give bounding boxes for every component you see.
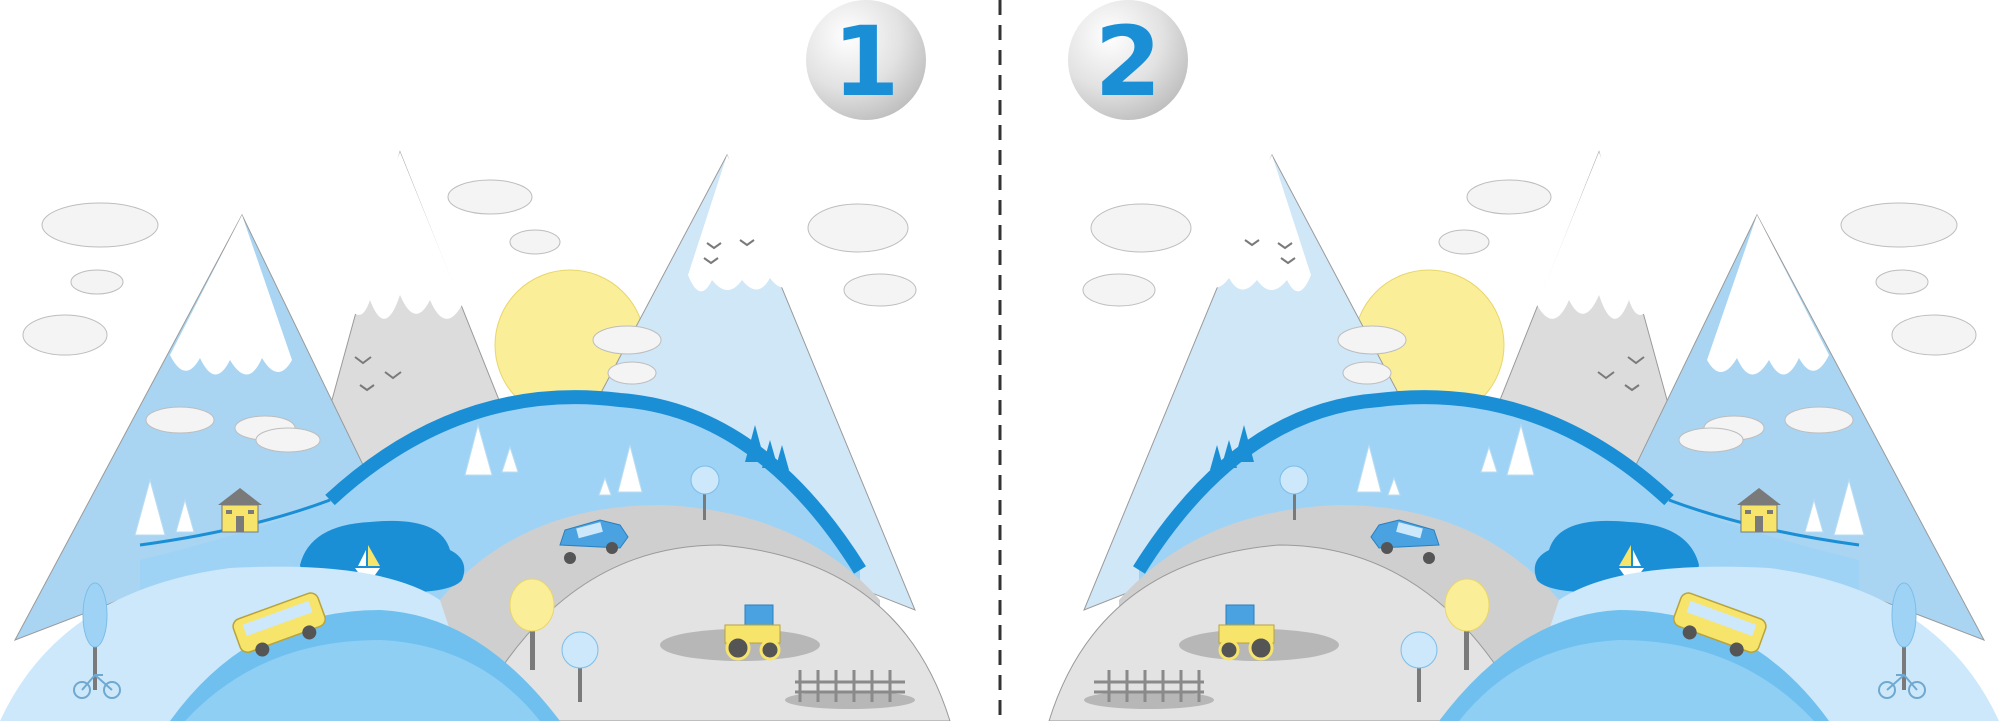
panel-2: [1049, 152, 1999, 721]
panel-number: 2: [1095, 6, 1162, 118]
number-badge-1: 1: [806, 0, 926, 120]
panel-1: [0, 152, 950, 721]
number-badge-icon: [806, 0, 926, 120]
number-badge-2: 2: [1068, 0, 1188, 120]
panel-number: 1: [833, 6, 900, 118]
number-badge-icon: [1068, 0, 1188, 120]
